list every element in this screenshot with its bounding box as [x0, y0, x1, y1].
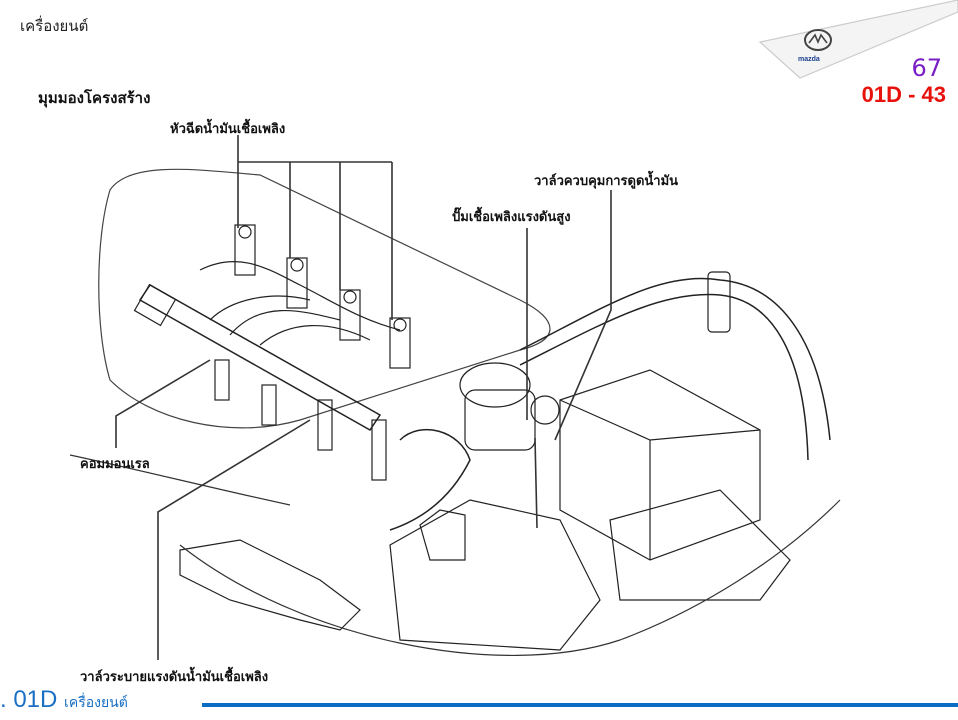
callout-injectors: หัวฉีดน้ำมันเชื้อเพลิง: [170, 122, 286, 137]
common-rail: [138, 284, 382, 431]
section-code: 01D - 43: [861, 82, 946, 107]
cutaway-arc: [179, 499, 841, 656]
callout-pressure-relief-valve: วาล์วระบายแรงดันน้ำมันเชื้อเพลิง: [80, 670, 269, 685]
callout-high-pressure-pump: ปั๊มเชื้อเพลิงแรงดันสูง: [452, 210, 571, 225]
mazda-logo-icon: [804, 29, 832, 51]
injector-1: [234, 224, 256, 276]
logo-banner: [758, 0, 958, 79]
intake-hose: [389, 428, 471, 531]
callout-suction-control-valve: วาล์วควบคุมการดูดน้ำมัน: [534, 174, 679, 189]
injector-3: [339, 289, 361, 341]
footer-prefix: . 01D: [0, 686, 58, 713]
fuse-box: [609, 489, 791, 601]
leader-lines: [115, 135, 612, 660]
leader-common-rail: [115, 359, 211, 448]
page-title: มุมมองโครงสร้าง: [38, 89, 151, 107]
leader-pressure-relief: [157, 419, 311, 660]
high-pressure-pump: [459, 362, 560, 451]
footer-section: เครื่องยนต์: [64, 694, 128, 710]
injector-4: [389, 317, 411, 369]
page-number: 67: [911, 54, 942, 82]
battery: [559, 369, 761, 561]
section-header: เครื่องยนต์: [20, 17, 89, 35]
coolant-pipes: [519, 277, 831, 441]
air-duct: [179, 539, 361, 631]
footer-label: . 01D เครื่องยนต์: [0, 686, 128, 714]
leader-injectors: [237, 135, 393, 320]
leader-suction-valve: [554, 190, 612, 441]
footer-rule: [202, 703, 958, 707]
mazda-wordmark: mazda: [798, 56, 820, 63]
callout-common-rail: คอมมอนเรล: [80, 457, 150, 472]
injector-2: [286, 257, 308, 309]
engine-cover: [98, 168, 551, 429]
air-filter-box: [389, 499, 601, 651]
leader-suction-valve-2: [534, 437, 538, 529]
